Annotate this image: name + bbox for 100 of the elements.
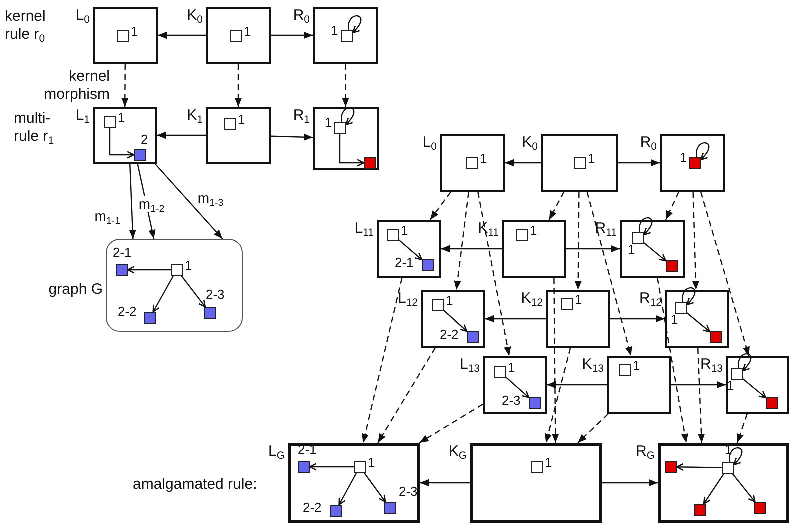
graph-node-square [134, 149, 146, 161]
edge-label: m$_{1-2}$ [138, 196, 166, 212]
arrow [309, 463, 354, 471]
graph-name-label: R$_{0}$ [293, 8, 310, 24]
graph-node-square [467, 331, 479, 343]
graph-name-label: K$_{13}$ [582, 357, 604, 373]
loop-arrow [696, 142, 710, 161]
arrow [732, 474, 756, 503]
node-number-label: 1 [368, 456, 376, 470]
graph-name-label: L$_{11}$ [354, 221, 374, 237]
graph-node-square [334, 122, 346, 134]
graph-name-label: L$_{0}$ [422, 135, 437, 151]
node-number-label: 1 [575, 293, 582, 307]
node-number-label: 1 [185, 259, 192, 273]
dashed-arrow [698, 348, 706, 444]
arrow [181, 276, 206, 308]
dashed-arrow [574, 192, 582, 290]
node-number-label: 1 [401, 224, 408, 238]
graph-name-label: R$_{0}$ [640, 135, 657, 151]
loop-arrow [682, 288, 696, 306]
graph-name-label: R$_{13}$ [700, 357, 723, 373]
node-number-label: 2-1 [113, 246, 132, 260]
graph-name-label: K$_{12}$ [521, 291, 543, 307]
graph-name-label: R$_{1}$ [293, 108, 310, 124]
arrow [676, 463, 722, 472]
dashed-arrow [665, 192, 680, 220]
node-number-label: 1 [530, 224, 538, 238]
graph-node-square [341, 30, 353, 42]
graph-node-square [675, 302, 687, 314]
graph-node-square [432, 299, 444, 311]
loop-arrow [738, 354, 752, 372]
dashed-arrow [234, 64, 242, 107]
arrow [610, 315, 665, 323]
graph-node-square [384, 502, 396, 514]
caption-label: kernel morphism [43, 68, 110, 104]
loop-arrow [729, 448, 743, 466]
graph-node-square [619, 364, 631, 376]
dashed-arrow [700, 192, 750, 356]
graph-node-square [574, 157, 586, 169]
graph-node-square [722, 462, 734, 474]
graph-node-square [731, 368, 743, 380]
node-number-label: 1 [238, 113, 246, 127]
graph-node-square [561, 298, 573, 310]
node-number-label: 1 [131, 25, 138, 39]
node-number-label: 2-3 [399, 485, 418, 499]
arrow [703, 474, 724, 505]
graph-node-square [104, 116, 116, 128]
arrow [420, 479, 470, 487]
graph-name-label: K$_{1}$ [187, 108, 203, 124]
caption-label: amalgamated rule: [133, 476, 258, 494]
loop-arrow [639, 218, 653, 236]
graph-node-square [531, 461, 543, 473]
graph-node-square [689, 157, 701, 169]
node-number-label: 1 [508, 361, 516, 375]
dashed-arrow [362, 278, 403, 444]
arrow [129, 164, 136, 240]
node-number-label: 1 [671, 313, 678, 327]
graph-node-square [224, 118, 236, 130]
arrow [742, 378, 767, 399]
arrow [338, 472, 358, 506]
graph-node-square [330, 505, 342, 517]
graph-name-label: R$_{G}$ [636, 444, 655, 460]
dashed-arrow [478, 192, 512, 356]
arrow [618, 159, 660, 167]
dashed-arrow [419, 404, 484, 444]
node-number-label: 1 [628, 243, 636, 257]
node-number-label: 1 [118, 111, 126, 125]
dashed-arrow [657, 278, 688, 444]
node-number-label: 2-3 [502, 394, 521, 408]
graph-node-square [422, 259, 434, 271]
arrow [154, 164, 224, 240]
arrow [602, 479, 658, 487]
graph-name-label: graph G [48, 282, 103, 298]
graph-name-label: K$_{0}$ [187, 8, 203, 24]
arrow [686, 312, 711, 333]
graph-node-square [665, 461, 677, 473]
graph-node-square [710, 331, 722, 343]
arrow [152, 276, 174, 313]
dashed-arrow [552, 278, 560, 443]
graph-name-label: K$_{G}$ [448, 444, 467, 460]
node-number-label: 2-2 [440, 328, 459, 342]
caption-label: kernel rule r$_{0}$ [5, 8, 47, 44]
graph-name-label: L$_{0}$ [76, 8, 90, 24]
graph-node-square [117, 30, 129, 42]
graph-node-square [230, 30, 242, 42]
arrow [505, 159, 541, 167]
node-number-label: 1 [633, 359, 640, 373]
graph-name-label: K$_{0}$ [522, 135, 538, 151]
graph-name-label: L$_{G}$ [268, 444, 285, 460]
graph-node-square [364, 157, 376, 169]
arrow [547, 381, 607, 389]
arrow [158, 32, 206, 40]
node-number-label: 2-1 [395, 256, 414, 270]
node-number-label: 2-2 [118, 305, 137, 319]
dashed-arrow [342, 64, 350, 107]
dashed-arrow [736, 414, 748, 444]
arrow [506, 376, 530, 398]
arrow [485, 315, 546, 323]
dashed-arrow [454, 192, 470, 290]
graph-node-square [632, 232, 644, 244]
